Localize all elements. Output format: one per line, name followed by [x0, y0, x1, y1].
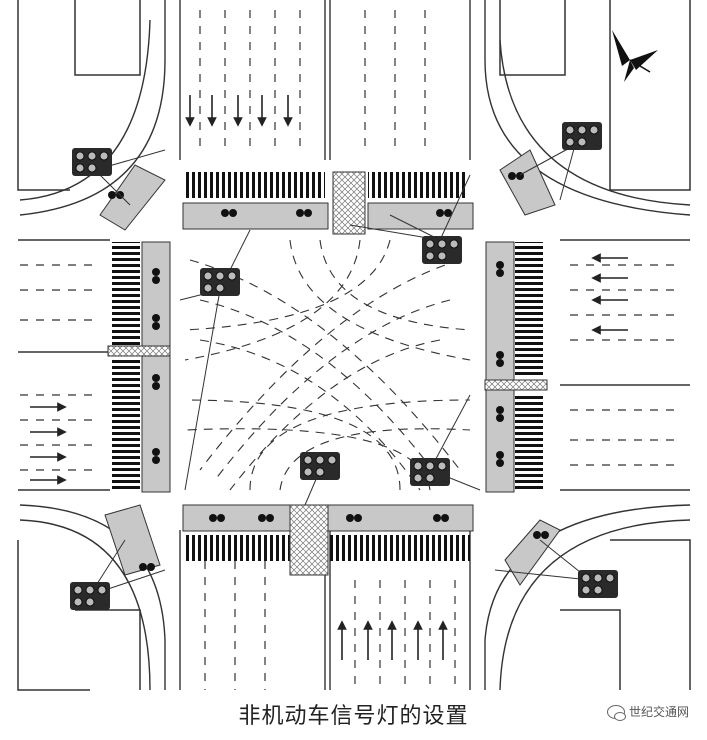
bicycle-icon: [152, 314, 160, 330]
north-arrow-icon: [612, 30, 658, 82]
watermark: 世纪交通网: [606, 703, 689, 721]
bicycle-icon: [296, 209, 312, 217]
traffic-signal-icon: [70, 582, 110, 610]
zebra-crossings: [112, 172, 543, 561]
bicycle-icon: [496, 261, 504, 277]
bike-lanes: [99, 149, 561, 586]
bicycle-icon: [433, 514, 449, 522]
figure-caption: 非机动车信号灯的设置: [238, 704, 469, 729]
bicycle-icon: [436, 209, 452, 217]
bicycle-icon: [152, 448, 160, 464]
bicycle-icon: [496, 406, 504, 422]
turning-paths: [184, 239, 471, 491]
bicycle-icon: [152, 374, 160, 390]
bicycle-icon: [209, 514, 225, 522]
bicycle-icon: [496, 451, 504, 467]
traffic-signal-icon: [300, 452, 340, 480]
bicycle-icon: [139, 563, 155, 571]
bicycle-icon: [258, 514, 274, 522]
traffic-signal-icon: [72, 148, 112, 176]
traffic-signal-icon: [422, 236, 462, 264]
traffic-signal-icon: [410, 458, 450, 486]
traffic-signal-icon: [578, 570, 618, 598]
traffic-signals: [70, 122, 618, 610]
hatched-areas: [107, 171, 548, 576]
lane-arrows: [30, 95, 628, 660]
bicycle-icon: [152, 268, 160, 284]
watermark-logo-icon: [606, 704, 626, 721]
traffic-signal-icon: [200, 268, 240, 296]
traffic-signal-icon: [562, 122, 602, 150]
bicycle-icon: [346, 514, 362, 522]
bicycle-icon: [533, 531, 549, 539]
lane-markings: [20, 10, 680, 690]
bicycle-icon: [496, 351, 504, 367]
bicycle-icon: [221, 209, 237, 217]
watermark-text: 世纪交通网: [628, 705, 689, 719]
bicycle-symbols: [108, 172, 549, 571]
